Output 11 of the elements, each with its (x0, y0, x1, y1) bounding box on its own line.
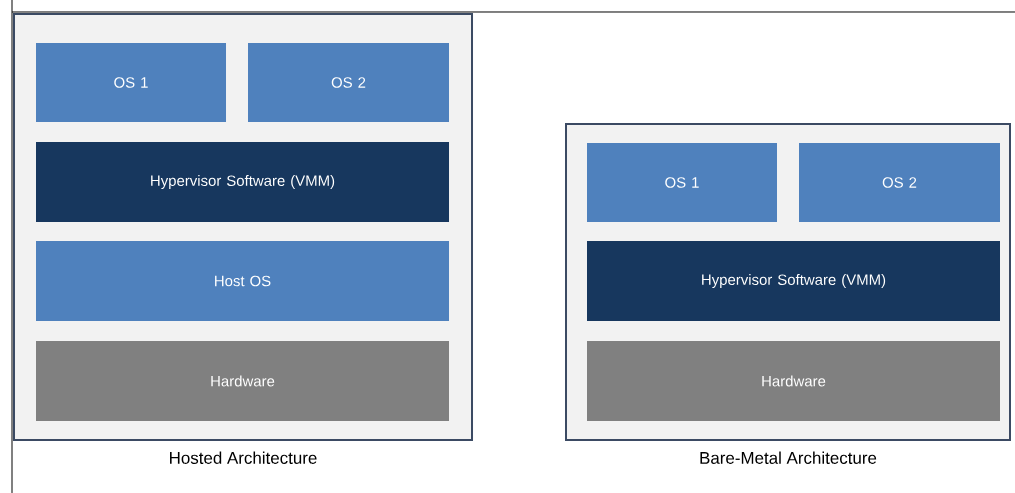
hypervisor-box: Hypervisor Software (VMM) (587, 241, 1000, 321)
node-label: Hosted Architecture (170, 451, 317, 464)
hardware-box: Hardware (36, 341, 449, 421)
os-box: OS 1 (587, 143, 777, 222)
host-os-box: Host OS (36, 241, 449, 321)
hypervisor-box: Hypervisor Software (VMM) (36, 142, 449, 222)
os-box: OS 1 (36, 43, 226, 122)
os-box: OS 2 (799, 143, 1000, 222)
os-box: OS 2 (248, 43, 449, 122)
node-label: Bare-Metal Architecture (700, 451, 877, 464)
hardware-box: Hardware (587, 341, 1000, 421)
